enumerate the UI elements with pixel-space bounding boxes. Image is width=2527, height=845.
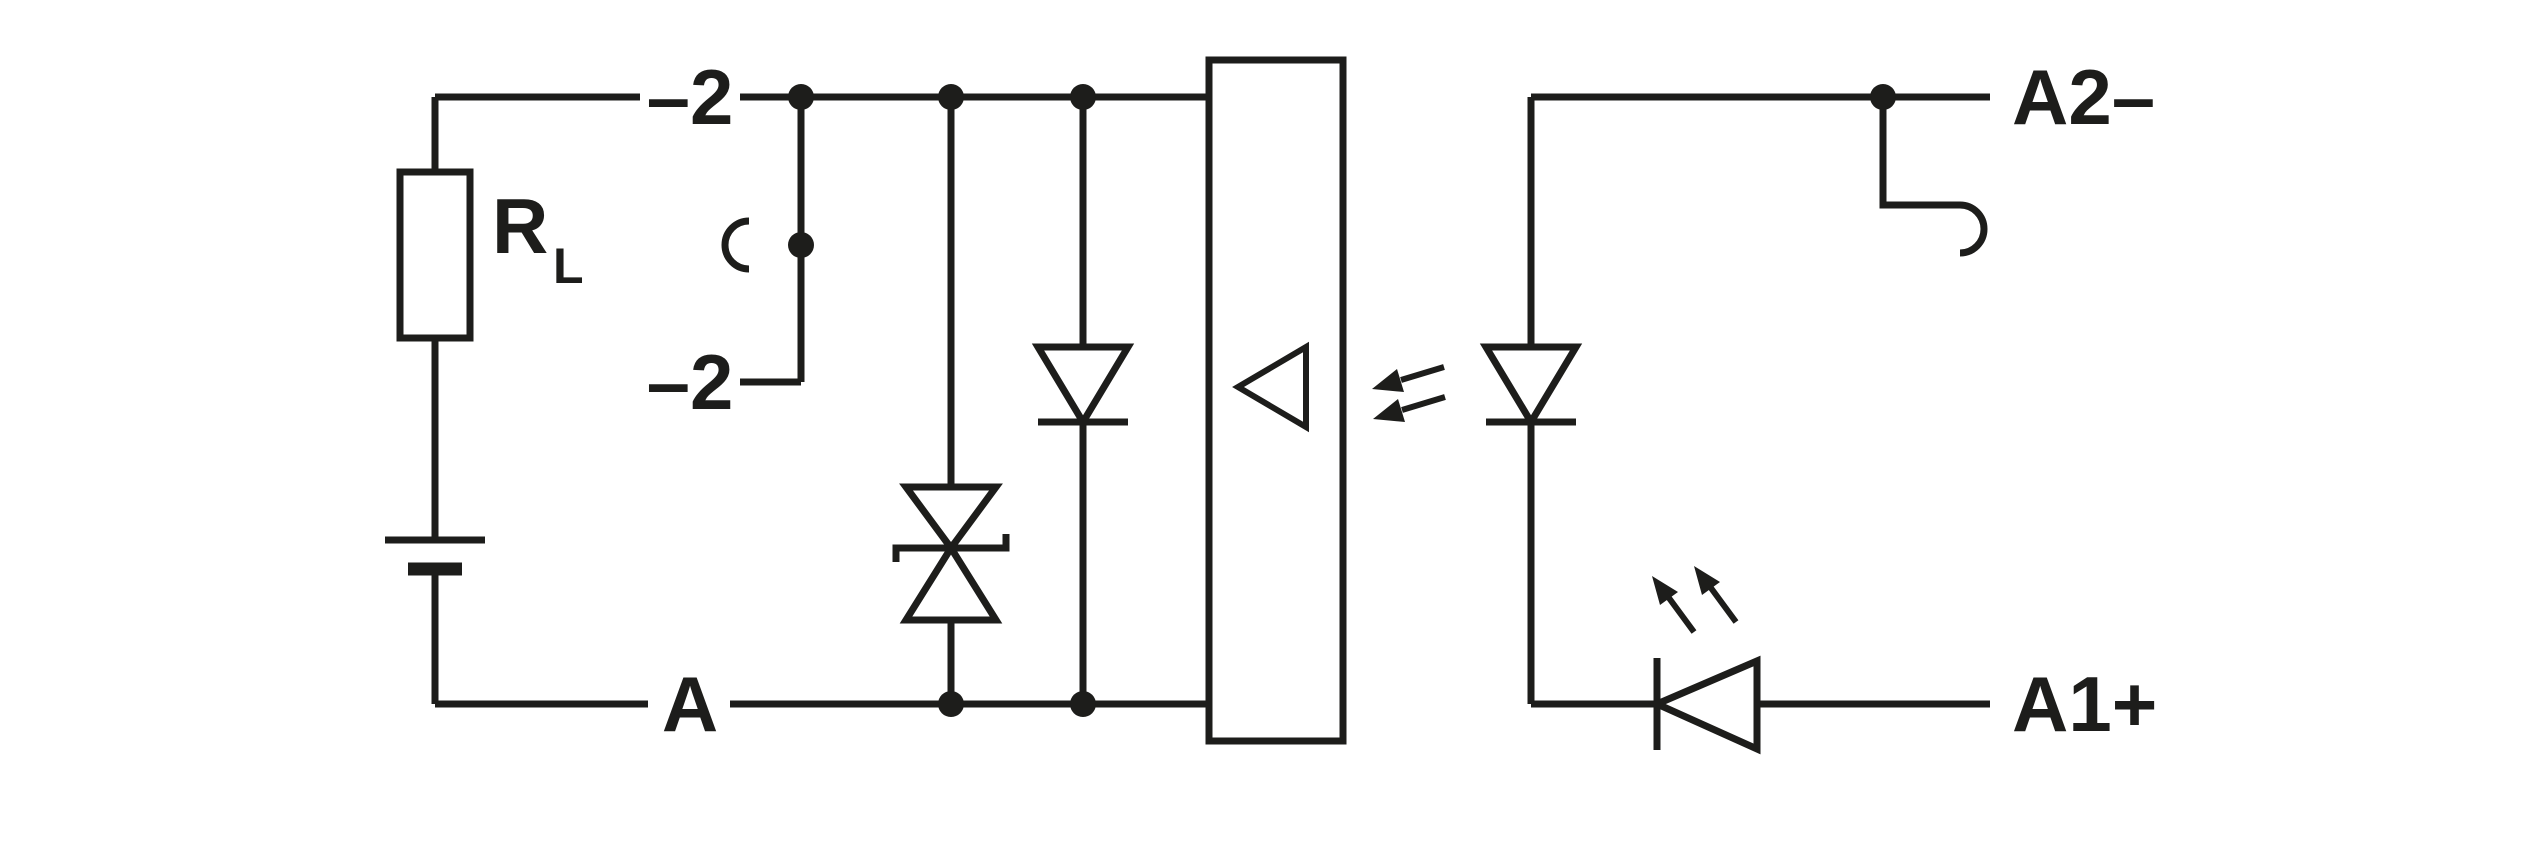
junction-dot-icon	[938, 84, 964, 110]
terminal-label-minus2-mid: –2	[647, 338, 734, 426]
wires	[431, 93, 1990, 708]
light-arrow-head-icon	[1372, 369, 1404, 392]
junction-dot-icon	[788, 84, 814, 110]
junction-dot-icon	[938, 691, 964, 717]
led-arrow-head-icon	[1694, 566, 1720, 595]
plug-contact-left	[721, 217, 750, 273]
plug-contact-stub	[1879, 97, 1960, 209]
labels: –2 –2 A A2– A1+ R L	[492, 53, 2157, 748]
light-arrow-line-icon	[1401, 394, 1446, 413]
led-arrow-head-icon	[1652, 576, 1678, 605]
junction-dot-icon	[1870, 84, 1896, 110]
led-triangle-icon	[1648, 655, 1761, 755]
plug-contact-icon	[721, 217, 750, 273]
load-resistor	[396, 168, 474, 342]
output-driver	[1205, 56, 1347, 745]
output-driver-triangle-icon	[1232, 341, 1309, 433]
junction-dot-icon	[1070, 691, 1096, 717]
emitter-diode-triangle-icon	[1479, 343, 1583, 429]
clamp-diode	[1031, 343, 1135, 429]
led-arrow-line-icon	[1666, 596, 1697, 634]
battery	[385, 536, 485, 576]
tvs-bar-icon	[892, 534, 1010, 562]
tvs-lower-triangle-icon	[899, 541, 1003, 624]
light-arrow-line-icon	[1400, 364, 1445, 383]
terminal-label-minus2-top: –2	[647, 53, 734, 141]
terminal-label-a: A	[662, 660, 718, 748]
plug-contact-right	[1879, 97, 1988, 257]
led-arrow-line-icon	[1708, 586, 1739, 624]
terminal-label-a1-plus: A1+	[2012, 660, 2157, 748]
output-driver-box-icon	[1205, 56, 1347, 745]
tvs-upper-triangle-icon	[899, 483, 1003, 554]
junction-dot-icon	[1070, 84, 1096, 110]
load-resistor-label-subscript: L	[553, 238, 584, 294]
load-resistor-label: R	[492, 182, 548, 270]
indicator-led	[1648, 566, 1761, 755]
load-resistor-icon	[396, 168, 474, 342]
junction-dot-icon	[788, 232, 814, 258]
light-arrow-head-icon	[1373, 399, 1405, 422]
terminal-label-a2-minus: A2–	[2012, 53, 2155, 141]
clamp-diode-triangle-icon	[1031, 343, 1135, 429]
optocoupler-light-arrows	[1372, 364, 1446, 422]
plug-contact-icon	[1959, 201, 1988, 257]
tvs-suppressor-diode	[892, 483, 1010, 624]
optocoupler-emitter-diode	[1479, 343, 1583, 429]
junction-dots	[788, 84, 1896, 717]
